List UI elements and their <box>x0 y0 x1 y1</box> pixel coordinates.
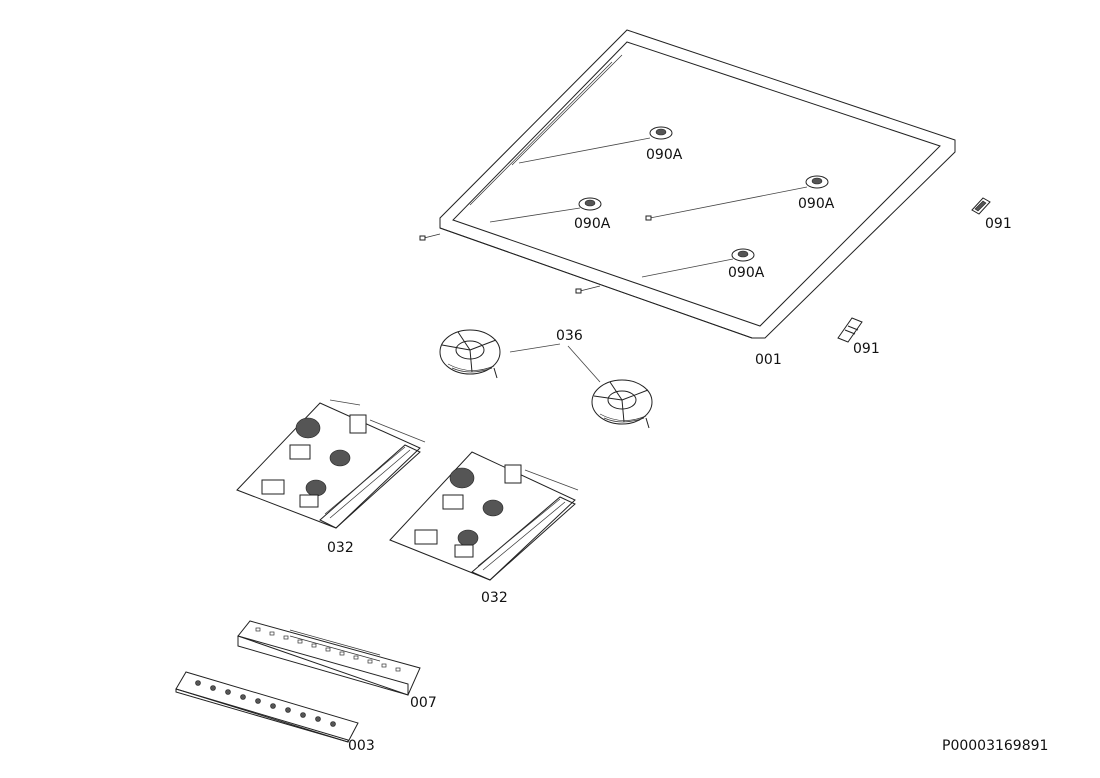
label-sensor-090a-4: 090A <box>728 265 765 281</box>
label-sensor-090a-2: 090A <box>574 216 611 232</box>
power-board-032-right[interactable] <box>389 451 579 581</box>
fan-036-right[interactable] <box>591 379 653 429</box>
drawing-id: P00003169891 <box>942 738 1048 754</box>
label-sensor-090a-3: 090A <box>798 196 835 212</box>
leader-lines-036 <box>509 343 601 383</box>
sensor-090a-4[interactable] <box>641 248 755 278</box>
label-board-032-left: 032 <box>327 540 354 556</box>
label-touch-003: 003 <box>348 738 375 754</box>
touch-board-003[interactable] <box>175 671 359 743</box>
touch-board-keys <box>195 680 336 727</box>
sensor-090a-2[interactable] <box>489 197 602 223</box>
bracket-091-bottom[interactable] <box>837 317 863 343</box>
control-board-buttons <box>255 627 401 672</box>
bracket-091-top[interactable] <box>971 197 991 215</box>
label-sensor-090a-1: 090A <box>646 147 683 163</box>
label-fans-036: 036 <box>556 328 583 344</box>
label-bracket-091-top: 091 <box>985 216 1012 232</box>
wire-connector <box>419 233 601 294</box>
sensor-090a-3[interactable] <box>645 175 829 221</box>
control-board-007[interactable] <box>237 620 421 696</box>
label-bracket-091-bottom: 091 <box>853 341 880 357</box>
label-glass-001: 001 <box>755 352 782 368</box>
label-control-007: 007 <box>410 695 437 711</box>
fan-036-left[interactable] <box>439 329 501 379</box>
label-board-032-right: 032 <box>481 590 508 606</box>
power-board-032-left[interactable] <box>236 399 426 529</box>
glass-cooktop-001[interactable] <box>439 29 956 339</box>
sensor-090a-1[interactable] <box>518 126 673 164</box>
